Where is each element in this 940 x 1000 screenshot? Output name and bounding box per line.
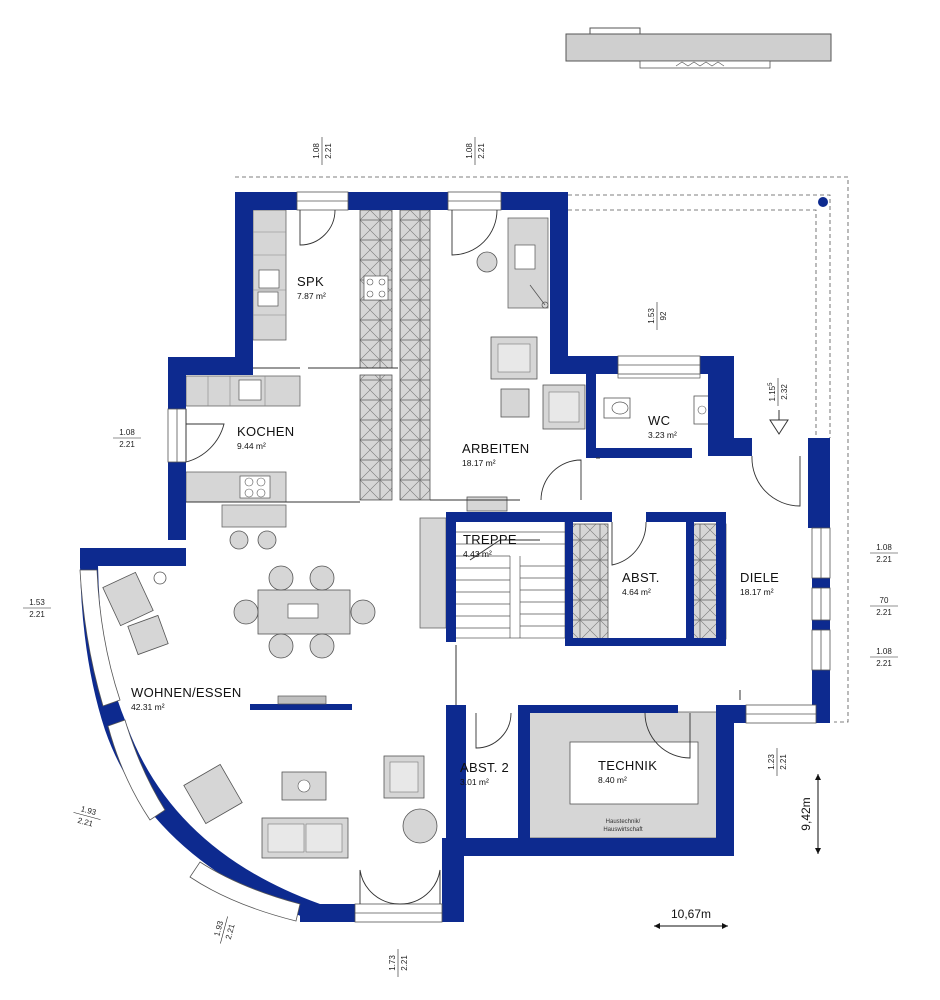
dim-right-2-a: 70	[880, 596, 889, 605]
room-area-technik: 8.40 m²	[598, 775, 627, 785]
room-area-abst: 4.64 m²	[622, 587, 651, 597]
overall-width: 10,67m	[671, 907, 711, 921]
dim-right-upper-b: 92	[659, 311, 668, 320]
dim-top-left-a: 1.08	[312, 143, 321, 159]
room-area-arbeiten: 18.17 m²	[462, 458, 496, 468]
dim-bottom-right-b: 2.21	[779, 754, 788, 770]
dim-right-upper-a: 1.53	[647, 308, 656, 324]
dim-curve-2-a: 1.93	[212, 919, 225, 937]
room-name-spk: SPK	[297, 274, 324, 289]
room-name-abst: ABST.	[622, 570, 660, 585]
technik-note-line1: Haustechnik/	[606, 819, 641, 825]
dim-right-1-a: 1.08	[876, 543, 892, 552]
dim-kochen-win-a: 1.08	[119, 428, 135, 437]
dim-wohnen-left-a: 1.53	[29, 598, 45, 607]
room-area-wohnen: 42.31 m²	[131, 702, 165, 712]
dim-entrance-a: 1.15	[768, 385, 777, 401]
doors	[185, 209, 801, 905]
dim-wohnen-left-b: 2.21	[29, 610, 45, 619]
walls	[80, 192, 830, 922]
dim-right-3-b: 2.21	[876, 659, 892, 668]
downpipe-icon	[818, 197, 828, 207]
room-area-spk: 7.87 m²	[297, 291, 326, 301]
room-name-wc: WC	[648, 413, 670, 428]
windows	[79, 191, 831, 923]
overall-dimensions: 10,67m 9,42m	[654, 774, 821, 929]
terrace-outline	[235, 176, 849, 723]
room-name-abst2: ABST. 2	[460, 760, 509, 775]
room-area-treppe: 4.43 m²	[463, 549, 492, 559]
technik-note-line2: Hauswirtschaft	[603, 827, 643, 833]
dim-curve-2-b: 2.21	[224, 922, 237, 940]
room-area-abst2: 3.01 m²	[460, 777, 489, 787]
dim-bottom-right-a: 1.23	[767, 754, 776, 770]
dim-curve-1-b: 2.21	[77, 816, 95, 829]
dim-bottom-a: 1.73	[388, 955, 397, 971]
room-area-kochen: 9.44 m²	[237, 441, 266, 451]
svg-text:1.155: 1.155	[768, 382, 777, 402]
room-name-diele: DIELE	[740, 570, 779, 585]
dimension-labels: 1.08 2.21 1.08 2.21 1.53 92 1.155 2.32 1…	[23, 137, 898, 977]
room-name-kochen: KOCHEN	[237, 424, 294, 439]
dim-kochen-win-b: 2.21	[119, 440, 135, 449]
room-name-treppe: TREPPE	[463, 532, 517, 547]
dim-top-mid-b: 2.21	[477, 143, 486, 159]
dim-entrance-b: 2.32	[780, 384, 789, 400]
dim-entrance-sup: 5	[768, 382, 774, 386]
dim-top-left-b: 2.21	[324, 143, 333, 159]
dim-curve-1-a: 1.93	[80, 804, 98, 817]
dim-bottom-b: 2.21	[400, 955, 409, 971]
dim-right-2-b: 2.21	[876, 608, 892, 617]
room-name-wohnen: WOHNEN/ESSEN	[131, 685, 242, 700]
room-area-wc: 3.23 m²	[648, 430, 677, 440]
partitions	[186, 367, 741, 705]
overall-depth: 9,42m	[799, 797, 813, 830]
room-area-diele: 18.17 m²	[740, 587, 774, 597]
section-sketch	[565, 27, 832, 69]
dim-top-mid-a: 1.08	[465, 143, 474, 159]
room-name-arbeiten: ARBEITEN	[462, 441, 529, 456]
staircase	[454, 519, 566, 639]
fixtures	[102, 209, 727, 859]
entrance-arrow-icon	[769, 419, 789, 435]
dim-right-1-b: 2.21	[876, 555, 892, 564]
room-labels: SPK 7.87 m² KOCHEN 9.44 m² ARBEITEN 18.1…	[131, 274, 779, 833]
dim-right-3-a: 1.08	[876, 647, 892, 656]
room-name-technik: TECHNIK	[598, 758, 657, 773]
